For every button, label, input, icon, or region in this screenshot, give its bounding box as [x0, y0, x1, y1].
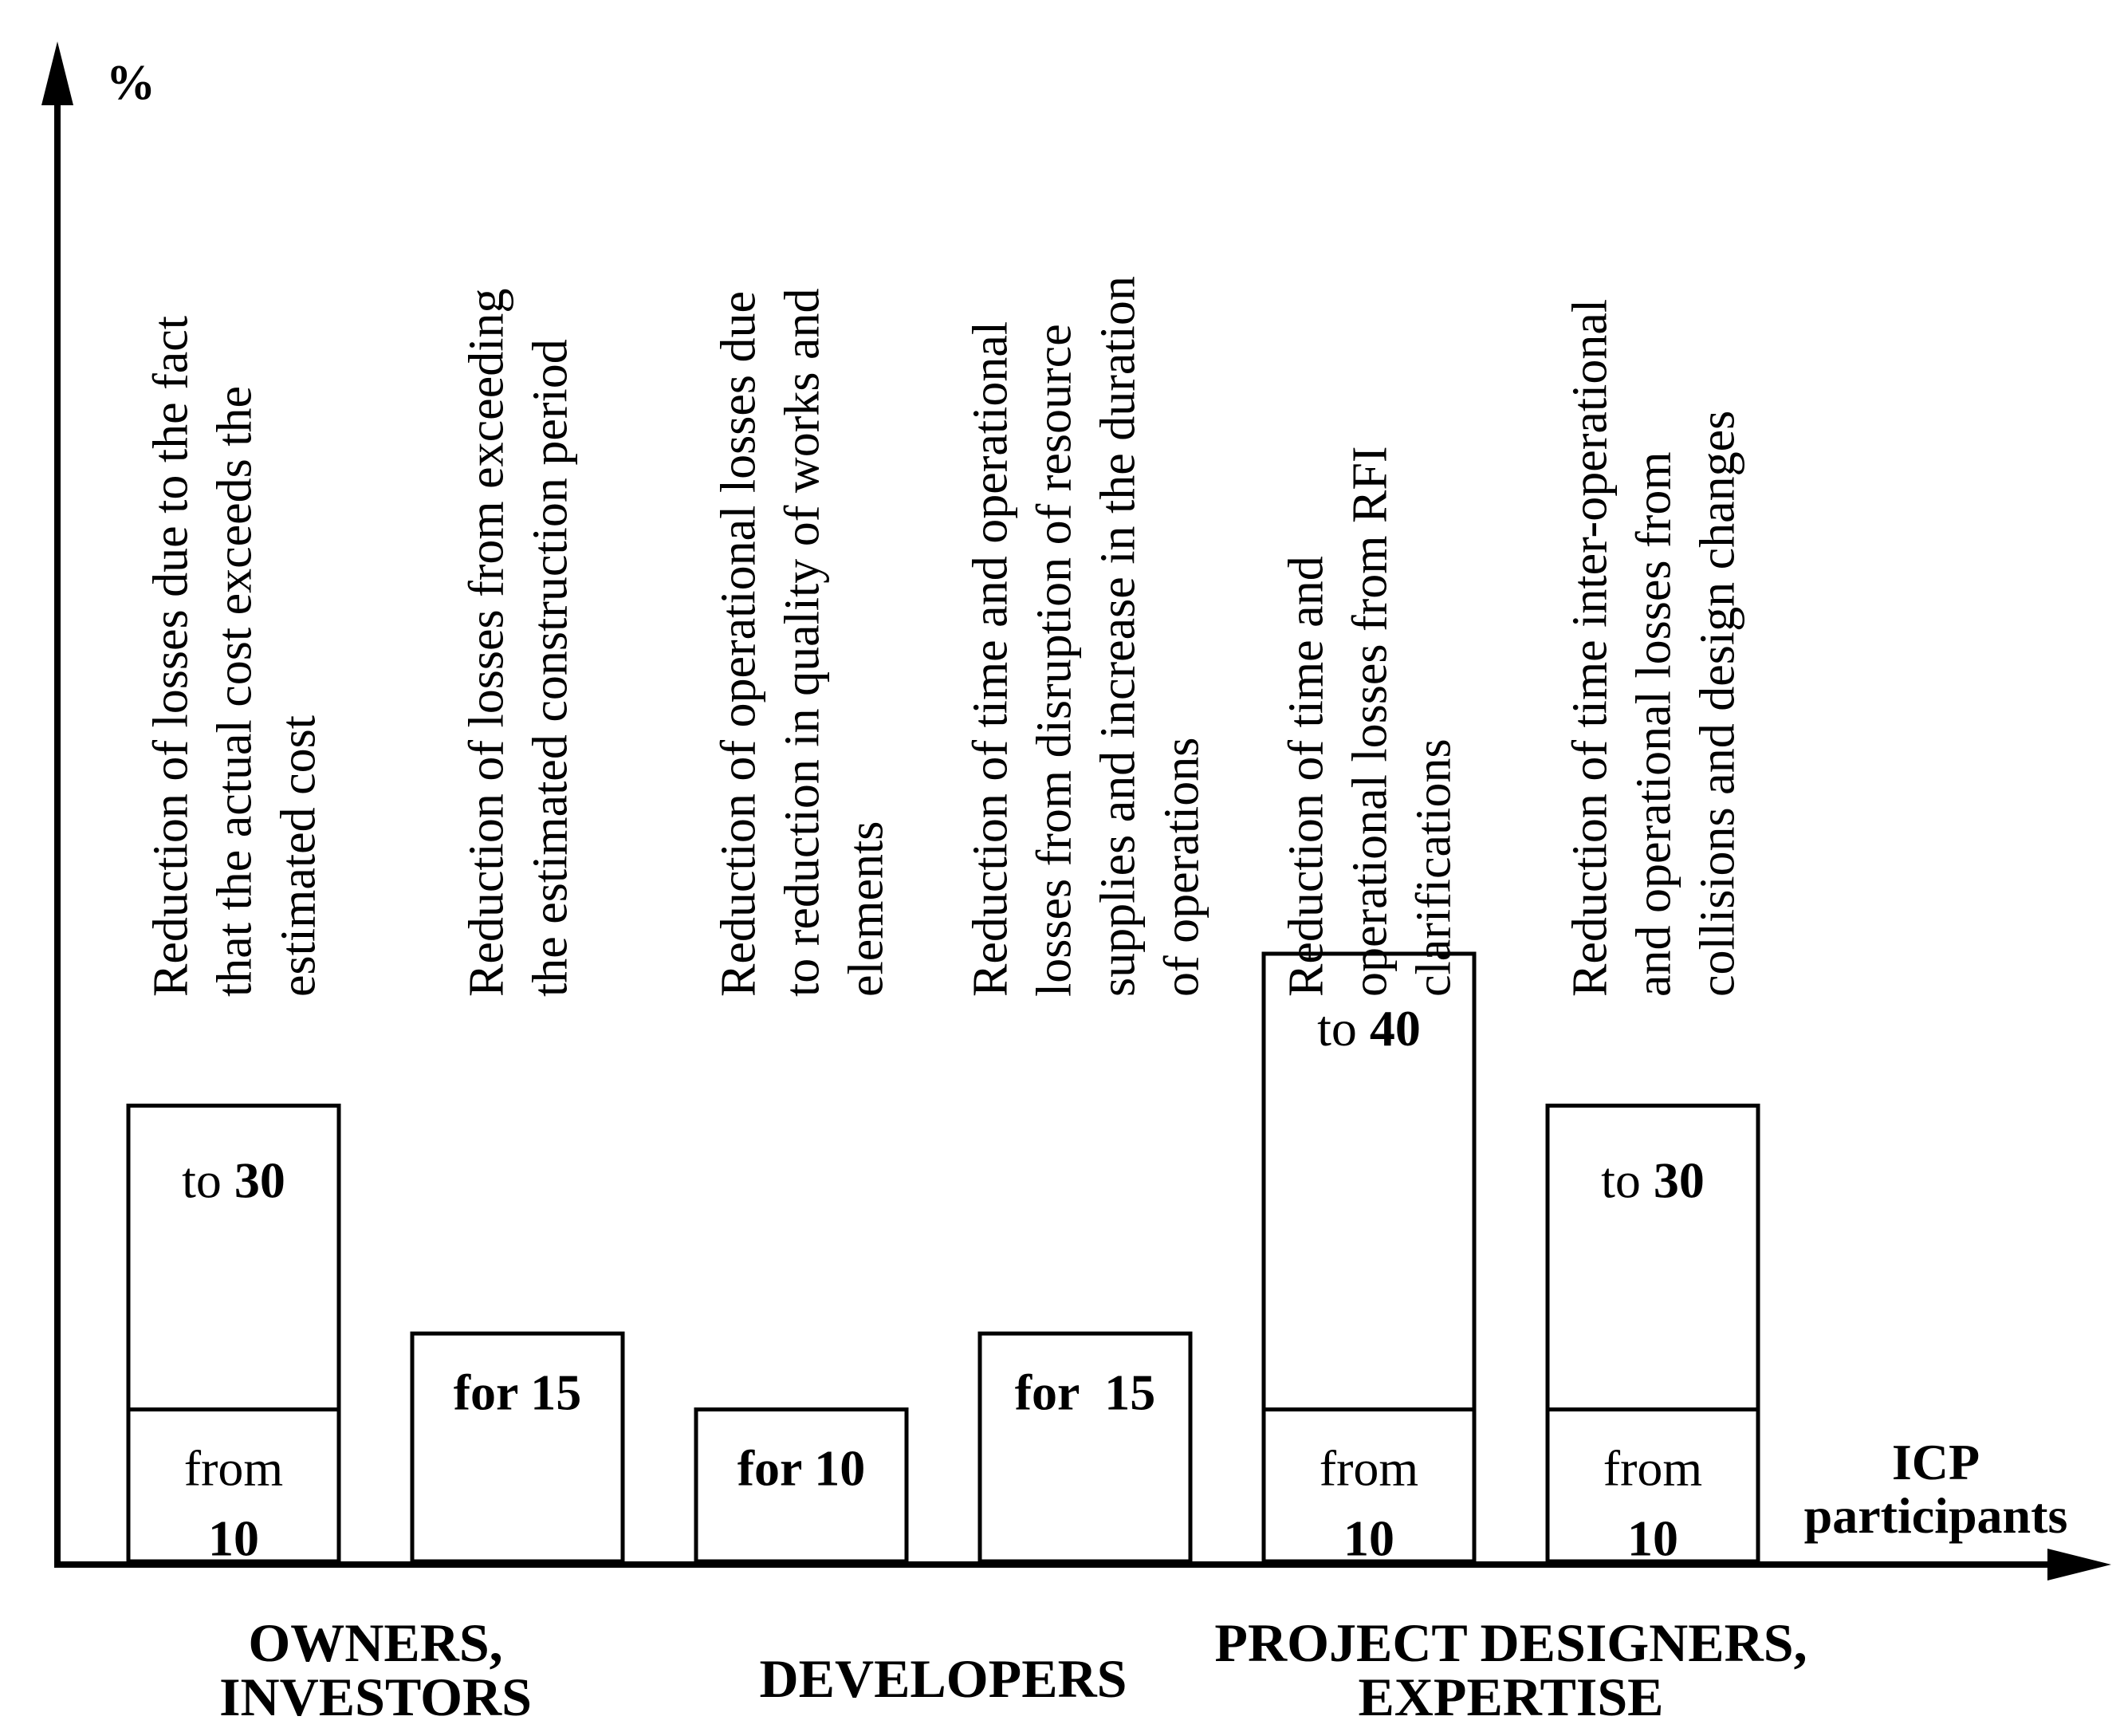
y-axis-label: % — [106, 56, 155, 110]
bar-1 — [126, 1104, 341, 1564]
bar-5-from-label: from — [1320, 1440, 1418, 1497]
bar-4-description-line-3: supplies and increase in the duration — [1091, 276, 1146, 997]
x-axis-arrow — [2047, 1549, 2111, 1581]
group-label-2-line-1: DEVELOPERS — [760, 1648, 1127, 1709]
bar-1-to-label: to 30 — [182, 1152, 285, 1209]
bar-5-description-line-3: clarifications — [1407, 738, 1461, 997]
bar-1-description-line-1: Reduction of losses due to the fact — [144, 316, 199, 997]
bar-1-description-line-2: that the actual cost exceeds the — [208, 386, 262, 997]
bar-6-description-line-2: and operational losses from — [1627, 451, 1681, 997]
bar-5-description-line-2: operational losses from RFI — [1343, 446, 1398, 997]
bar-5 — [1261, 951, 1477, 1564]
axes: % ICP participants — [41, 41, 2111, 1581]
bar-5-description-line-1: Reduction of time and — [1280, 556, 1334, 997]
x-axis-label-line-2: participants — [1804, 1487, 2068, 1544]
bar-1-from-value: 10 — [208, 1510, 259, 1567]
bar-2 — [410, 1331, 625, 1564]
bar-3-description-line-2: to reduction in quality of works and — [776, 289, 830, 998]
y-axis-arrow — [41, 41, 73, 105]
x-axis-label-line-1: ICP — [1892, 1434, 1980, 1490]
bar-2-description-line-1: Reduction of losses from exceeding — [460, 289, 514, 997]
bars: to 30 from 10 for 15 for 10 for 15 to 40 from 10… — [126, 951, 1760, 1567]
bar-3-description-line-1: Reduction of operational losses due — [712, 291, 766, 997]
group-label-3-line-2: EXPERTISE — [1358, 1667, 1663, 1727]
bar-2-description-line-2: the estimated construction period — [524, 339, 578, 997]
bar-6-from-label: from — [1603, 1440, 1702, 1497]
bar-5-to-label: to 40 — [1317, 1000, 1421, 1057]
bar-2-value-label: for 15 — [454, 1364, 582, 1420]
group-labels: OWNERS,INVESTORS DEVELOPERS PROJECT DESIGN… — [219, 1612, 1807, 1727]
bar-6-from-value: 10 — [1627, 1510, 1678, 1567]
bar-4-description-line-4: of operations — [1155, 738, 1209, 997]
bar-5-from-value: 10 — [1343, 1510, 1394, 1567]
bar-4-value-label: for 15 — [1015, 1364, 1156, 1420]
bar-1-from-label: from — [184, 1440, 283, 1497]
bar-3-description-line-3: elements — [840, 821, 894, 997]
bar-1-description-line-3: estimated cost — [272, 715, 326, 997]
group-label-1-line-1: OWNERS, — [248, 1612, 502, 1673]
group-label-1-line-2: INVESTORS — [219, 1667, 532, 1727]
bar-4-description-line-1: Reduction of time and operational — [964, 321, 1018, 997]
bar-6 — [1545, 1104, 1760, 1564]
bar-6-to-label: to 30 — [1601, 1152, 1705, 1209]
bar-4 — [977, 1331, 1193, 1564]
bar-4-description-line-2: losses from disruption of resource — [1028, 324, 1082, 997]
bar-3 — [694, 1407, 909, 1564]
bar-6-description-line-1: Reduction of time inter-operational — [1563, 299, 1618, 997]
group-label-3-line-1: PROJECT DESIGNERS, — [1214, 1612, 1807, 1673]
bar-6-description-line-3: collisions and design changes — [1691, 411, 1745, 997]
bar-3-value-label: for 10 — [737, 1440, 866, 1497]
